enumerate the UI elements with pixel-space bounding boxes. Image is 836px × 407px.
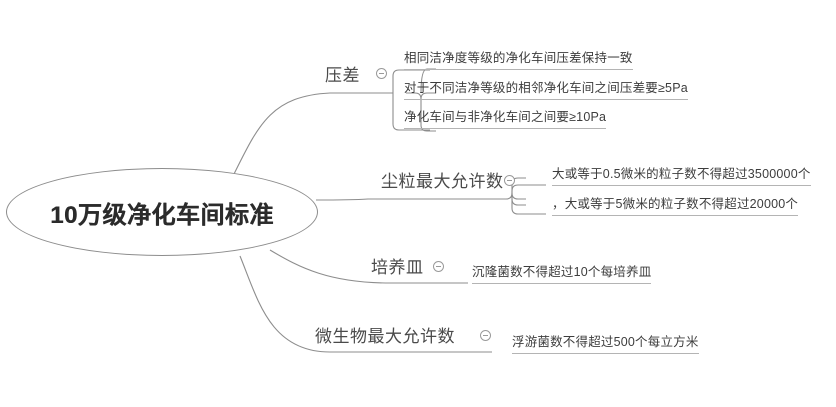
bracket-branch-2-lower (511, 192, 526, 200)
central-node[interactable]: 10万级净化车间标准 (6, 168, 318, 256)
sub-item[interactable]: 对于不同洁净等级的相邻净化车间之间压差要≥5Pa (404, 77, 688, 100)
bracket-branch-2-box (511, 198, 526, 206)
connector-branch-1 (231, 92, 393, 179)
branch-label-max-dust-particles[interactable]: 尘粒最大允许数 (381, 172, 504, 191)
sub-item[interactable]: 净化车间与非净化车间之间要≥10Pa (404, 106, 607, 129)
sub-item[interactable]: 沉隆菌数不得超过10个每培养皿 (472, 261, 652, 284)
collapse-minus-icon[interactable] (504, 175, 515, 186)
sub-item[interactable]: ，大或等于5微米的粒子数不得超过20000个 (552, 193, 799, 216)
sub-item[interactable]: 浮游菌数不得超过500个每立方米 (512, 331, 699, 354)
collapse-minus-icon[interactable] (433, 261, 444, 272)
collapse-minus-icon[interactable] (480, 330, 491, 341)
branch-label-max-microorganisms[interactable]: 微生物最大允许数 (315, 327, 455, 346)
collapse-minus-icon[interactable] (376, 68, 387, 79)
sub-item[interactable]: 大或等于0.5微米的粒子数不得超过3500000个 (552, 163, 811, 186)
central-node-label: 10万级净化车间标准 (50, 201, 274, 229)
bracket-branch-2-frame (511, 184, 546, 215)
branch-label-pressure-difference[interactable]: 压差 (325, 66, 360, 85)
branch-label-petri-dish[interactable]: 培养皿 (371, 258, 424, 277)
connector-branch-2 (315, 198, 500, 201)
sub-item[interactable]: 相同洁净度等级的净化车间压差保持一致 (404, 47, 633, 70)
